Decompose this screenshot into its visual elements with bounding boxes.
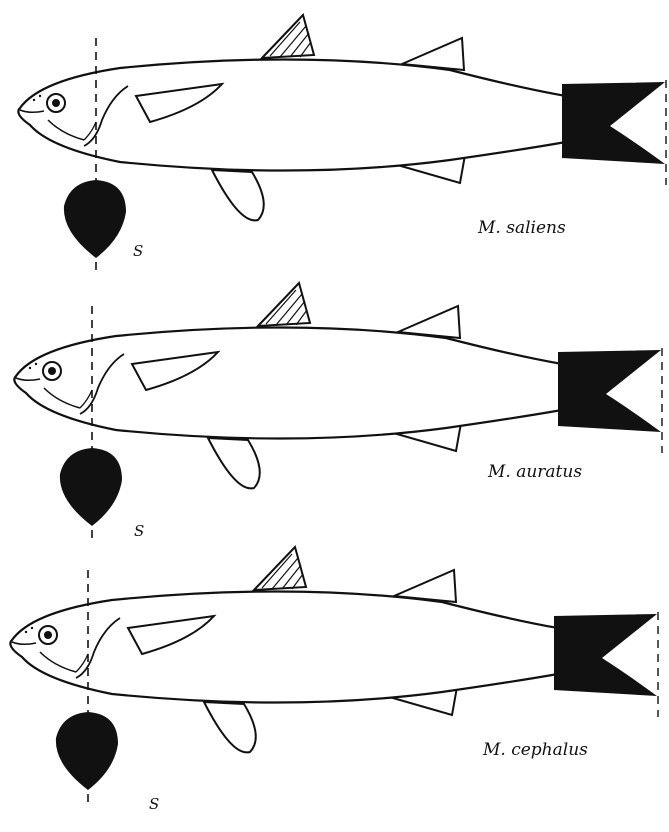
section-label-3: S (149, 795, 159, 813)
species-label-3: M. cephalus (483, 740, 588, 760)
fish-3-drawing (10, 547, 658, 802)
fish-2-drawing (14, 283, 662, 538)
section-label-1: S (133, 242, 143, 260)
species-label-2: M. auratus (488, 462, 582, 482)
section-label-2: S (134, 522, 144, 540)
species-label-1: M. saliens (478, 218, 566, 238)
fish-1-drawing (18, 15, 666, 270)
